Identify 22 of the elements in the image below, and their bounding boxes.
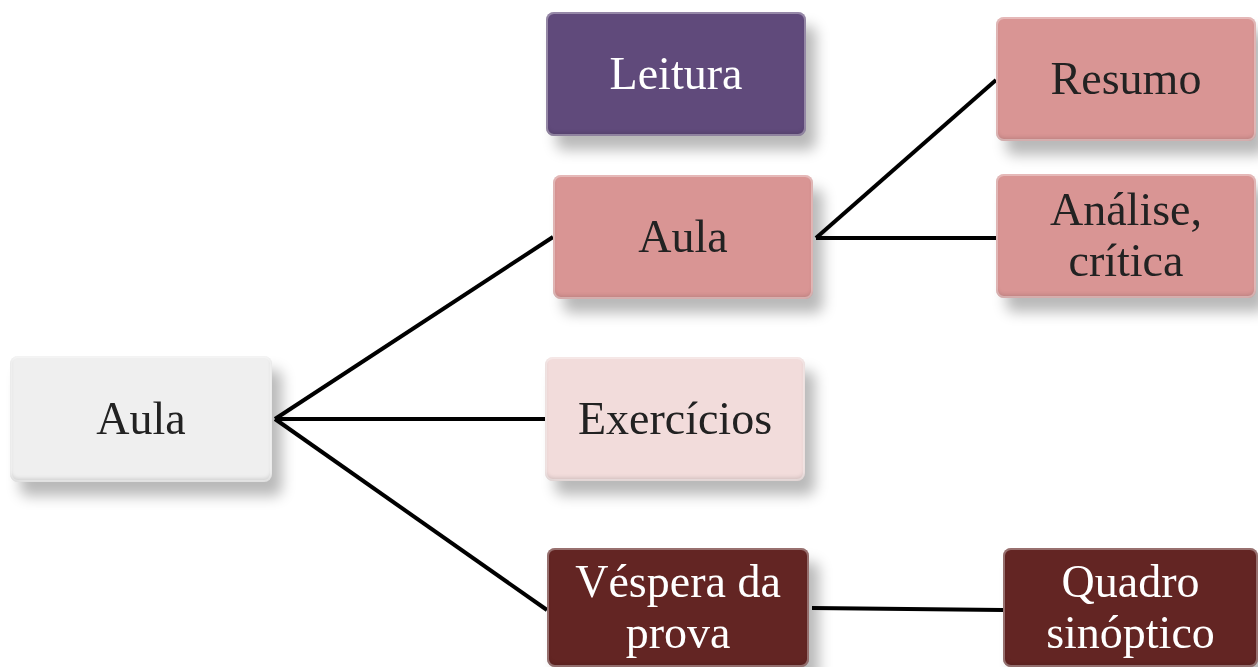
process-box bbox=[553, 175, 813, 299]
connector-line bbox=[273, 417, 549, 612]
connector-line bbox=[811, 606, 1004, 612]
box-label: Análise, crítica bbox=[1049, 185, 1203, 287]
box-label: Véspera da prova bbox=[574, 556, 782, 659]
process-box bbox=[547, 548, 809, 667]
process-box bbox=[10, 356, 272, 482]
process-box bbox=[1003, 548, 1258, 667]
process-box bbox=[996, 17, 1256, 141]
process-box bbox=[545, 357, 805, 481]
connector-line bbox=[273, 235, 555, 421]
process-box bbox=[546, 12, 806, 136]
connector-line bbox=[816, 236, 996, 240]
box-label: Exercícios bbox=[576, 393, 774, 445]
box-label: Aula bbox=[637, 211, 729, 263]
box-label: Resumo bbox=[1049, 53, 1203, 105]
box-label: Aula bbox=[95, 393, 187, 445]
box-label: Leitura bbox=[608, 48, 744, 100]
process-box bbox=[996, 174, 1256, 298]
box-label: Quadro sinóptico bbox=[1045, 556, 1216, 659]
connector-line bbox=[275, 417, 545, 421]
connector-line bbox=[814, 78, 998, 240]
